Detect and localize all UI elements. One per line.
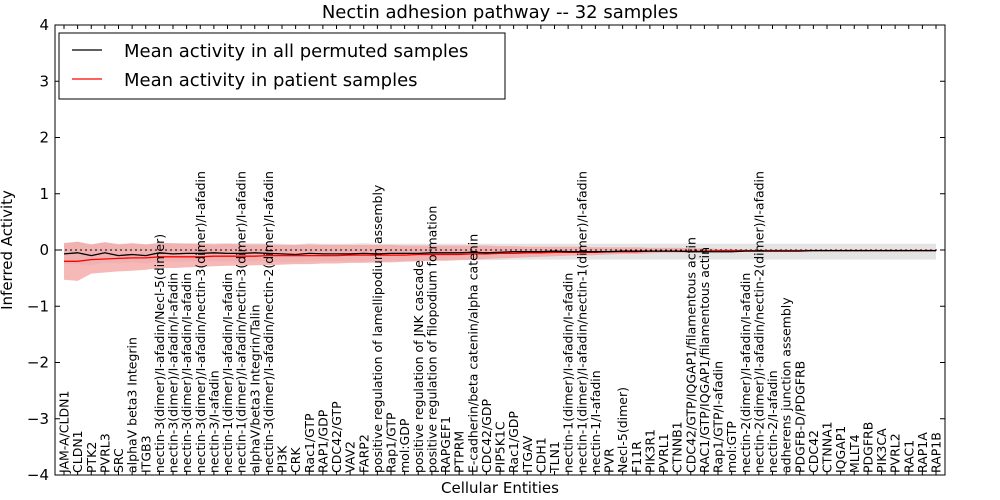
category-label: positive regulation of lamellipodium ass… [370, 184, 385, 473]
category-label: CTNNA1 [820, 421, 835, 473]
category-label: alphaV/beta3 Integrin/Talin [247, 305, 262, 474]
category-label: PDGFB-D/PDGFRB [792, 361, 807, 473]
category-label: VAV2 [343, 441, 358, 473]
category-label: CDH1 [533, 437, 548, 473]
category-label: adherens junction assembly [779, 297, 794, 473]
category-label: E-cadherin/beta catenin/alpha catenin [465, 234, 480, 473]
category-label: Rap1/GTP [384, 412, 399, 473]
category-label: CDC42/GDP [479, 398, 494, 473]
category-label: CDC42/GTP/IQGAP1/filamentous actin [683, 237, 698, 473]
category-label: TLN1 [547, 441, 562, 474]
category-label: mol:GDP [397, 418, 412, 473]
category-label: nectin-2/I-afadin [765, 370, 780, 473]
y-axis-label: Inferred Activity [0, 190, 16, 310]
category-label: FARP2 [356, 434, 371, 473]
category-label: Rac1/GDP [506, 411, 521, 473]
category-label: nectin-1/I-afadin [588, 370, 603, 473]
x-axis-label: Cellular Entities [441, 479, 559, 497]
y-tick-label: 4 [39, 16, 49, 34]
category-label: RAP1B [929, 432, 944, 473]
category-label: PI3K [275, 445, 290, 473]
y-tick-label: 0 [39, 241, 49, 259]
category-label: PIK3CA [874, 428, 889, 473]
category-label: PVRL3 [97, 433, 112, 473]
category-label: PIK3R1 [642, 429, 657, 473]
y-tick-label: −3 [27, 410, 49, 428]
y-axis-ticks: −4 −3 −2 −1 0 1 2 3 4 [27, 16, 945, 484]
category-label: Rap1/GTP/I-afadin [711, 361, 726, 473]
category-label: positive regulation of filopodium format… [424, 206, 439, 473]
category-label: nectin-3(dimer)/I-afadin/nectin-3(dimer)… [193, 171, 208, 473]
category-label: alphaV beta3 Integrin [125, 337, 140, 473]
category-label: nectin-1(dimer)/I-afadin/nectin-3(dimer)… [234, 171, 249, 473]
category-label: RAC1 [901, 440, 916, 473]
series-lines [63, 249, 936, 262]
category-label: JAM-A/CLDN1 [57, 391, 72, 474]
category-label: PVR [602, 448, 617, 473]
category-label: nectin-1(dimer)/I-afadin/I-afadin [220, 273, 235, 473]
category-label: RAC1/GTP/IQGAP1/filamentous actin [697, 247, 712, 473]
y-tick-label: −4 [27, 466, 49, 484]
y-tick-label: 1 [39, 185, 49, 203]
category-label: RAP1A [915, 432, 930, 473]
category-label: PVRL1 [656, 433, 671, 473]
category-label: CLDN1 [70, 430, 85, 473]
category-label: Necl-5(dimer) [615, 387, 630, 473]
x-axis-ticks [63, 25, 937, 475]
category-label: nectin-3(dimer)/I-afadin/I-afadin [179, 273, 194, 473]
category-label: PTK2 [84, 442, 99, 473]
category-label: nectin-2(dimer)/I-afadin/I-afadin [738, 273, 753, 473]
chart-title: Nectin adhesion pathway -- 32 samples [322, 2, 678, 23]
category-label: mol:GTP [724, 421, 739, 473]
y-tick-label: 3 [39, 72, 49, 90]
category-label: RAPGEF1 [438, 416, 453, 473]
category-label: PIP5K1C [493, 421, 508, 473]
category-label: PDGFRB [860, 422, 875, 473]
legend: Mean activity in all permuted samples Me… [58, 32, 506, 100]
category-label: RAP1/GDP [315, 409, 330, 473]
category-label: IQGAP1 [833, 426, 848, 473]
legend-box [58, 32, 506, 100]
category-label: CDC42/GTP [329, 401, 344, 473]
category-label: positive regulation of JNK cascade [411, 260, 426, 473]
category-label: ITGAV [520, 435, 535, 473]
category-label: nectin-3(dimer)/I-afadin/Necl-5(dimer) [152, 234, 167, 473]
category-label: CRK [288, 447, 303, 473]
legend-label-patient: Mean activity in patient samples [124, 70, 418, 91]
category-label: nectin-1(dimer)/I-afadin/nectin-1(dimer)… [574, 171, 589, 473]
category-label: ITGB3 [138, 435, 153, 473]
category-label: MLLT4 [847, 434, 862, 473]
category-label: nectin-1(dimer)/I-afadin/I-afadin [561, 273, 576, 473]
category-label: nectin-3(dimer)/I-afadin/I-afadin [166, 273, 181, 473]
category-label: nectin-3(dimer)/I-afadin/nectin-2(dimer)… [261, 171, 276, 473]
y-tick-label: −2 [27, 354, 49, 372]
line-series-0 [63, 249, 936, 257]
category-label: Rac1/GTP [302, 413, 317, 473]
category-label: F11R [629, 441, 644, 473]
y-tick-label: 2 [39, 129, 49, 147]
category-label: CDC42 [806, 430, 821, 473]
category-label: nectin-3/I-afadin [206, 370, 221, 473]
category-label: CTNNB1 [670, 421, 685, 473]
category-label: SRC [111, 448, 126, 473]
category-label: PTPRM [452, 431, 467, 473]
category-label: nectin-2(dimer)/I-afadin/nectin-2(dimer)… [751, 171, 766, 473]
legend-label-permuted: Mean activity in all permuted samples [124, 41, 468, 62]
category-label: PVRL2 [888, 433, 903, 473]
y-tick-label: −1 [27, 297, 49, 315]
